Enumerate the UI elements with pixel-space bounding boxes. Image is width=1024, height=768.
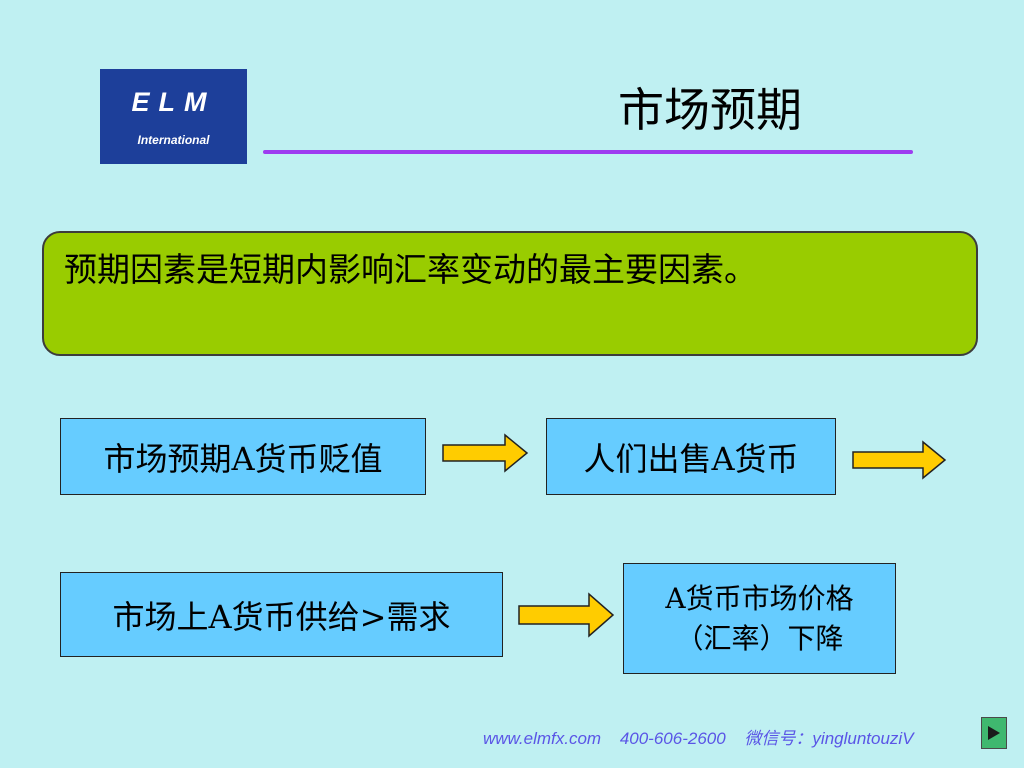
next-slide-button[interactable]: [981, 717, 1007, 749]
flow-step-4: A货币市场价格 （汇率）下降: [623, 563, 896, 674]
flow-step-1-text: 市场预期A货币贬值: [103, 439, 383, 478]
title-underline: [263, 150, 913, 154]
footer-website: www.elmfx.com: [483, 729, 602, 748]
footer-contact: www.elmfx.com 400-606-2600 微信号：yinglunto…: [483, 724, 963, 749]
flow-step-3: 市场上A货币供给>需求: [60, 572, 503, 657]
footer-wechat: 微信号：yingluntouziV: [744, 729, 914, 748]
flow-step-4-line-2: （汇率）下降: [675, 621, 844, 655]
flow-step-2: 人们出售A货币: [546, 418, 836, 495]
arrow-right-icon: [442, 433, 529, 473]
flow-step-3-text: 市场上A货币供给>需求: [112, 597, 451, 636]
key-point-callout: 预期因素是短期内影响汇率变动的最主要因素。: [42, 231, 978, 356]
flow-step-2-text: 人们出售A货币: [583, 439, 799, 478]
arrow-right-icon: [518, 592, 615, 638]
elm-logo: ELM International: [100, 69, 247, 164]
logo-main-text: ELM: [131, 87, 216, 117]
logo-sub-text: International: [137, 133, 210, 147]
arrow-right-icon: [852, 440, 947, 480]
play-icon: [988, 726, 1000, 740]
slide-title: 市场预期: [618, 83, 802, 137]
flow-step-1: 市场预期A货币贬值: [60, 418, 426, 495]
flow-step-4-line-1: A货币市场价格: [665, 581, 854, 615]
callout-text: 预期因素是短期内影响汇率变动的最主要因素。: [64, 250, 757, 289]
footer-phone: 400-606-2600: [619, 729, 726, 748]
